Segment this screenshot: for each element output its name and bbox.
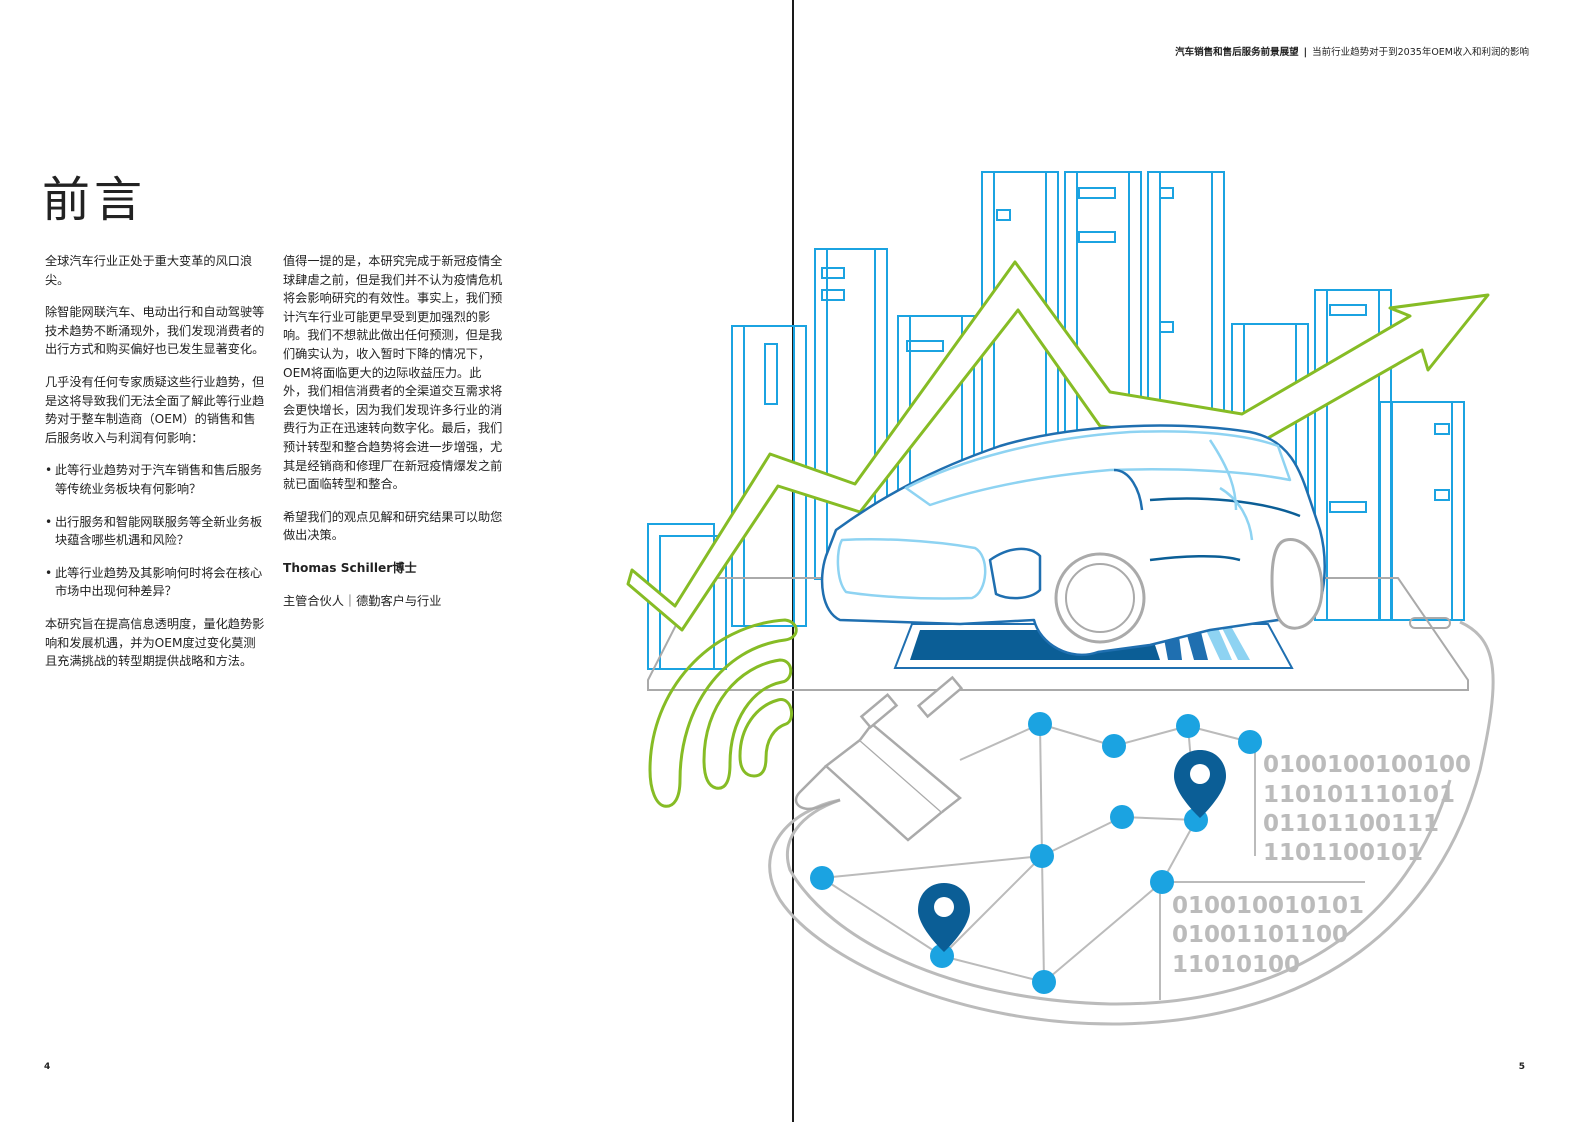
covid-paragraph: 值得一提的是，本研究完成于新冠疫情全球肆虐之前，但是我们并不认为疫情危机将会影响… <box>283 254 503 492</box>
binary-text: 01101100111 <box>1263 811 1439 837</box>
purpose-paragraph: 本研究旨在提高信息透明度，量化趋势影响和发展机遇，并为OEM度过变化莫测且充满挑… <box>45 616 265 669</box>
author-name: Thomas Schiller博士 <box>283 560 417 575</box>
list-item: 此等行业趋势及其影响何时将会在核心市场中出现何种差异？ <box>45 564 267 601</box>
questions-paragraph: 几乎没有任何专家质疑这些行业趋势，但是这将导致我们无法全面了解此等行业趋势对于整… <box>45 374 265 445</box>
page-number: 4 <box>44 1062 51 1072</box>
wifi-signal-icon <box>648 618 798 808</box>
network-lines <box>821 723 1251 983</box>
intro-paragraph: 全球汽车行业正处于重大变革的风口浪尖。 <box>45 254 253 287</box>
binary-text: 0100100100100 <box>1263 752 1471 778</box>
binary-frames <box>1159 752 1365 1000</box>
binary-text: 1101100101 <box>1263 840 1423 866</box>
right-text-column: 值得一提的是，本研究完成于新冠疫情全球肆虐之前，但是我们并不认为疫情危机将会影响… <box>283 252 505 624</box>
report-title: 汽车销售和售后服务前景展望 <box>1175 47 1299 58</box>
trends-paragraph: 除智能网联汽车、电动出行和自动驾驶等技术趋势不断涌现外，我们发现消费者的出行方式… <box>45 305 265 357</box>
running-header: 汽车销售和售后服务前景展望 | 当前行业趋势对于到2035年OEM收入和利润的影响 <box>1175 44 1529 58</box>
growth-arrow <box>626 260 1490 632</box>
binary-text: 010010010101 <box>1172 893 1364 919</box>
page-title: 前言 <box>42 172 147 228</box>
data-bowl <box>768 620 1495 1026</box>
location-pin-icon <box>1174 750 1226 818</box>
binary-text: 01001101100 <box>1172 922 1348 948</box>
header-separator: | <box>1303 47 1308 58</box>
network-nodes <box>810 712 1262 994</box>
author-role: 主管合伙人｜德勤客户与行业 <box>283 593 442 608</box>
question-list: 此等行业趋势对于汽车销售和售后服务等传统业务板块有何影响？ 出行服务和智能网联服… <box>45 461 267 601</box>
list-item: 出行服务和智能网联服务等全新业务板块蕴含哪些机遇和风险？ <box>45 513 267 550</box>
left-text-column: 全球汽车行业正处于重大变革的风口浪尖。 除智能网联汽车、电动出行和自动驾驶等技术… <box>45 252 267 685</box>
binary-digits: 0100100100100 110101110101 01101100111 1… <box>1172 752 1471 978</box>
binary-text: 11010100 <box>1172 952 1300 978</box>
page-number: 5 <box>1518 1062 1525 1072</box>
binary-text: 110101110101 <box>1263 782 1455 808</box>
automotive-illustration: 0100100100100 110101110101 01101100111 1… <box>626 171 1495 1026</box>
list-item: 此等行业趋势对于汽车销售和售后服务等传统业务板块有何影响？ <box>45 461 267 498</box>
car-illustration <box>820 424 1326 657</box>
report-subtitle: 当前行业趋势对于到2035年OEM收入和利润的影响 <box>1312 47 1529 58</box>
closing-paragraph: 希望我们的观点见解和研究结果可以助您做出决策。 <box>283 509 503 543</box>
plug-icon <box>794 675 964 842</box>
location-pin-icon <box>918 883 970 952</box>
